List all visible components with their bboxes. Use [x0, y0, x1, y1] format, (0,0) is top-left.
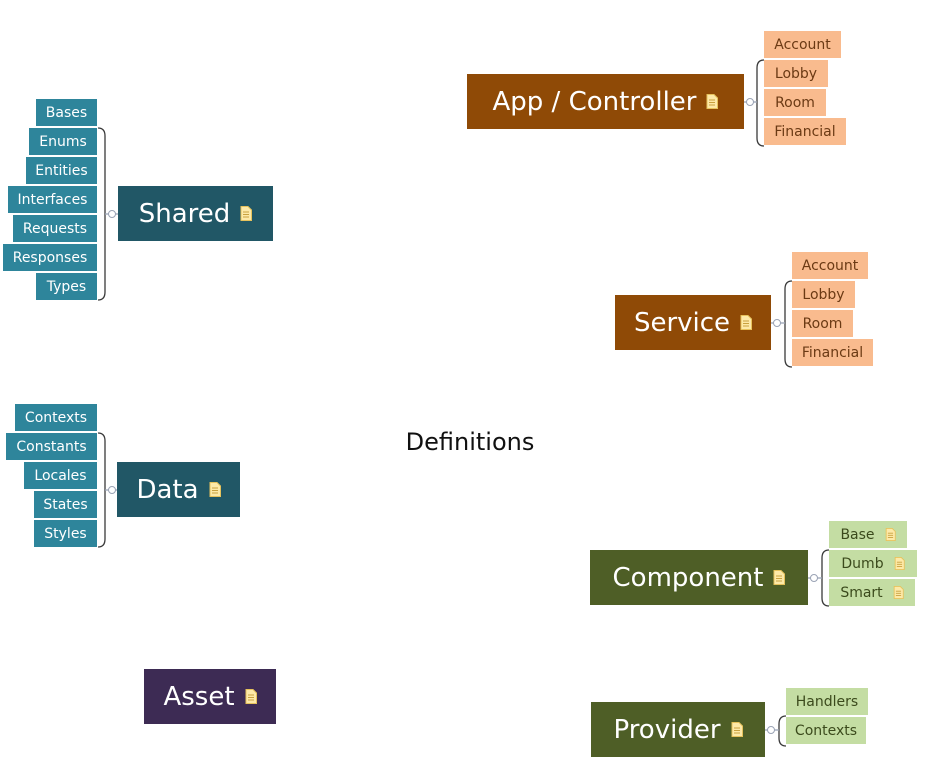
- topic-provider-label: Provider: [613, 714, 721, 745]
- topic-component-label: Component: [612, 562, 764, 593]
- note-icon[interactable]: [706, 94, 719, 109]
- subtopic-component-base[interactable]: Base: [829, 521, 907, 548]
- subtopic-data-locales[interactable]: Locales: [24, 462, 98, 489]
- note-icon[interactable]: [894, 557, 905, 570]
- subtopic-shared-interfaces[interactable]: Interfaces: [8, 186, 98, 213]
- subtopic-service-room[interactable]: Room: [792, 310, 853, 337]
- subtopic-app-financial[interactable]: Financial: [764, 118, 846, 145]
- subtopic-shared-enums[interactable]: Enums: [29, 128, 98, 155]
- collapse-knob-provider[interactable]: [767, 726, 775, 734]
- subtopic-app-account[interactable]: Account: [764, 31, 841, 58]
- subtopic-component-base-label: Base: [840, 526, 875, 543]
- topic-data[interactable]: Data: [117, 462, 240, 517]
- subtopic-shared-bases[interactable]: Bases: [36, 99, 98, 126]
- subtopic-data-constants[interactable]: Constants: [6, 433, 98, 460]
- topic-provider[interactable]: Provider: [591, 702, 765, 757]
- note-icon[interactable]: [731, 722, 743, 737]
- topic-app-controller-label: App / Controller: [492, 86, 697, 117]
- topic-app-controller[interactable]: App / Controller: [467, 74, 744, 129]
- note-icon[interactable]: [209, 482, 221, 497]
- subtopic-service-financial[interactable]: Financial: [792, 339, 873, 366]
- subtopic-provider-handlers[interactable]: Handlers: [786, 688, 868, 715]
- collapse-knob-service[interactable]: [773, 319, 781, 327]
- subtopic-data-styles[interactable]: Styles: [34, 520, 98, 547]
- subtopic-component-smart[interactable]: Smart: [829, 579, 915, 606]
- note-icon[interactable]: [240, 206, 253, 221]
- subtopic-app-room[interactable]: Room: [764, 89, 826, 116]
- topic-asset[interactable]: Asset: [144, 669, 276, 724]
- note-icon[interactable]: [885, 528, 896, 541]
- subtopic-shared-types[interactable]: Types: [36, 273, 98, 300]
- note-icon[interactable]: [245, 689, 257, 704]
- topic-service[interactable]: Service: [615, 295, 771, 350]
- subtopic-component-dumb-label: Dumb: [841, 555, 884, 572]
- topic-asset-label: Asset: [163, 681, 235, 712]
- collapse-knob-app[interactable]: [746, 98, 754, 106]
- note-icon[interactable]: [740, 315, 753, 330]
- subtopic-service-lobby[interactable]: Lobby: [792, 281, 855, 308]
- topic-component[interactable]: Component: [590, 550, 808, 605]
- topic-shared[interactable]: Shared: [118, 186, 273, 241]
- subtopic-app-lobby[interactable]: Lobby: [764, 60, 828, 87]
- subtopic-shared-requests[interactable]: Requests: [13, 215, 98, 242]
- subtopic-shared-entities[interactable]: Entities: [26, 157, 98, 184]
- collapse-knob-component[interactable]: [810, 574, 818, 582]
- subtopic-data-contexts[interactable]: Contexts: [15, 404, 98, 431]
- subtopic-shared-responses[interactable]: Responses: [3, 244, 98, 271]
- note-icon[interactable]: [773, 570, 786, 585]
- subtopic-provider-contexts[interactable]: Contexts: [786, 717, 866, 744]
- central-topic[interactable]: Definitions: [405, 428, 535, 456]
- topic-service-label: Service: [633, 307, 731, 338]
- subtopic-service-account[interactable]: Account: [792, 252, 868, 279]
- collapse-knob-data[interactable]: [108, 486, 116, 494]
- collapse-knob-shared[interactable]: [108, 210, 116, 218]
- note-icon[interactable]: [893, 586, 904, 599]
- subtopic-component-dumb[interactable]: Dumb: [829, 550, 917, 577]
- subtopic-data-states[interactable]: States: [34, 491, 98, 518]
- topic-data-label: Data: [136, 474, 199, 505]
- topic-shared-label: Shared: [138, 198, 231, 229]
- subtopic-component-smart-label: Smart: [840, 584, 883, 601]
